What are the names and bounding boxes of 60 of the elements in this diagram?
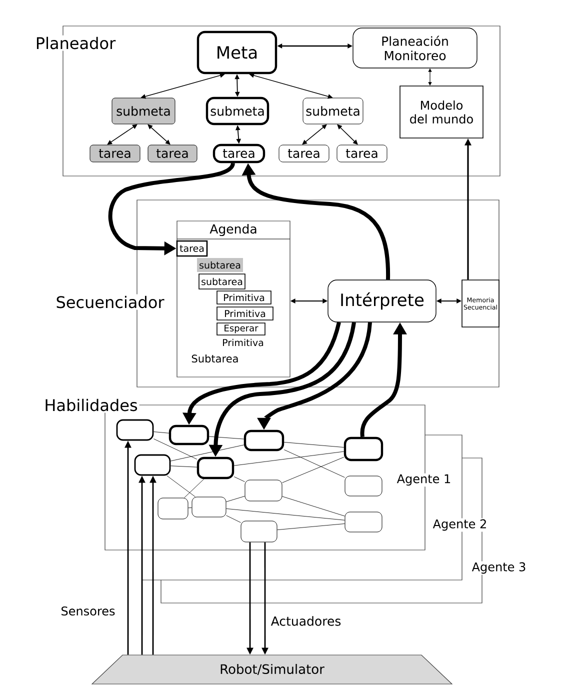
rounded-box: Meta [196,30,278,74]
connector-line [284,442,344,448]
skill-box [344,476,382,496]
connector-line [234,476,245,482]
frame-label: Agente 1 [396,473,452,487]
section-heading: Planeador [34,35,118,51]
skill-box [344,512,382,532]
connector-line [184,478,204,498]
connector-line [282,456,344,483]
connector-line [226,515,241,523]
arrow-label: Sensores [60,605,116,617]
task-box: tarea [148,144,198,162]
section-heading: Secuenciador [54,294,166,310]
connector-line [170,444,244,462]
connector-line [153,438,198,460]
task-box: submeta [302,98,364,124]
connector-line [234,451,344,466]
double-arrow [107,124,138,145]
list-item: tarea [176,240,208,257]
connector-line [284,449,345,478]
rounded-box: Planeación Monitoreo [352,28,478,68]
skill-box [344,436,384,462]
skill-box [116,419,154,441]
skill-box [158,498,188,520]
process-box: Modelo del mundo [400,86,484,138]
frame-label: Agente 2 [432,518,488,532]
section-heading: Habilidades [42,397,140,413]
list-item: subtarea [198,274,246,290]
arrow-label: Actuadores [270,615,342,627]
connector-line [166,475,196,497]
connector-line [208,436,244,440]
skill-box [244,480,282,502]
connector-line [226,496,245,502]
connector-line [277,523,345,530]
skill-box [192,496,226,518]
list-item: Primitiva [216,306,274,320]
frame-label: Agente 3 [470,561,528,575]
connector-line [226,508,345,520]
task-box: tarea [90,144,140,162]
panel-title: Agenda [210,224,256,236]
list-item: Subtarea [192,354,238,363]
skill-box [244,430,284,452]
task-box: submeta [112,98,176,124]
connector-line [170,466,198,468]
rounded-box: Intérprete [328,280,436,322]
list-item: Primitiva [216,290,272,304]
skill-box [134,454,171,476]
list-item: subtarea [197,258,243,272]
task-box: tarea [278,144,330,162]
double-arrow [302,124,327,145]
skill-box [168,424,210,446]
task-box: submeta [206,96,270,126]
task-box: tarea [336,144,388,162]
connector-line [153,432,170,434]
task-box: tarea [212,144,266,164]
list-item: Primitiva [223,338,264,346]
list-item: Esperar [216,322,266,336]
skill-box [196,456,234,480]
connector-line [282,496,345,516]
skill-box [240,520,278,542]
